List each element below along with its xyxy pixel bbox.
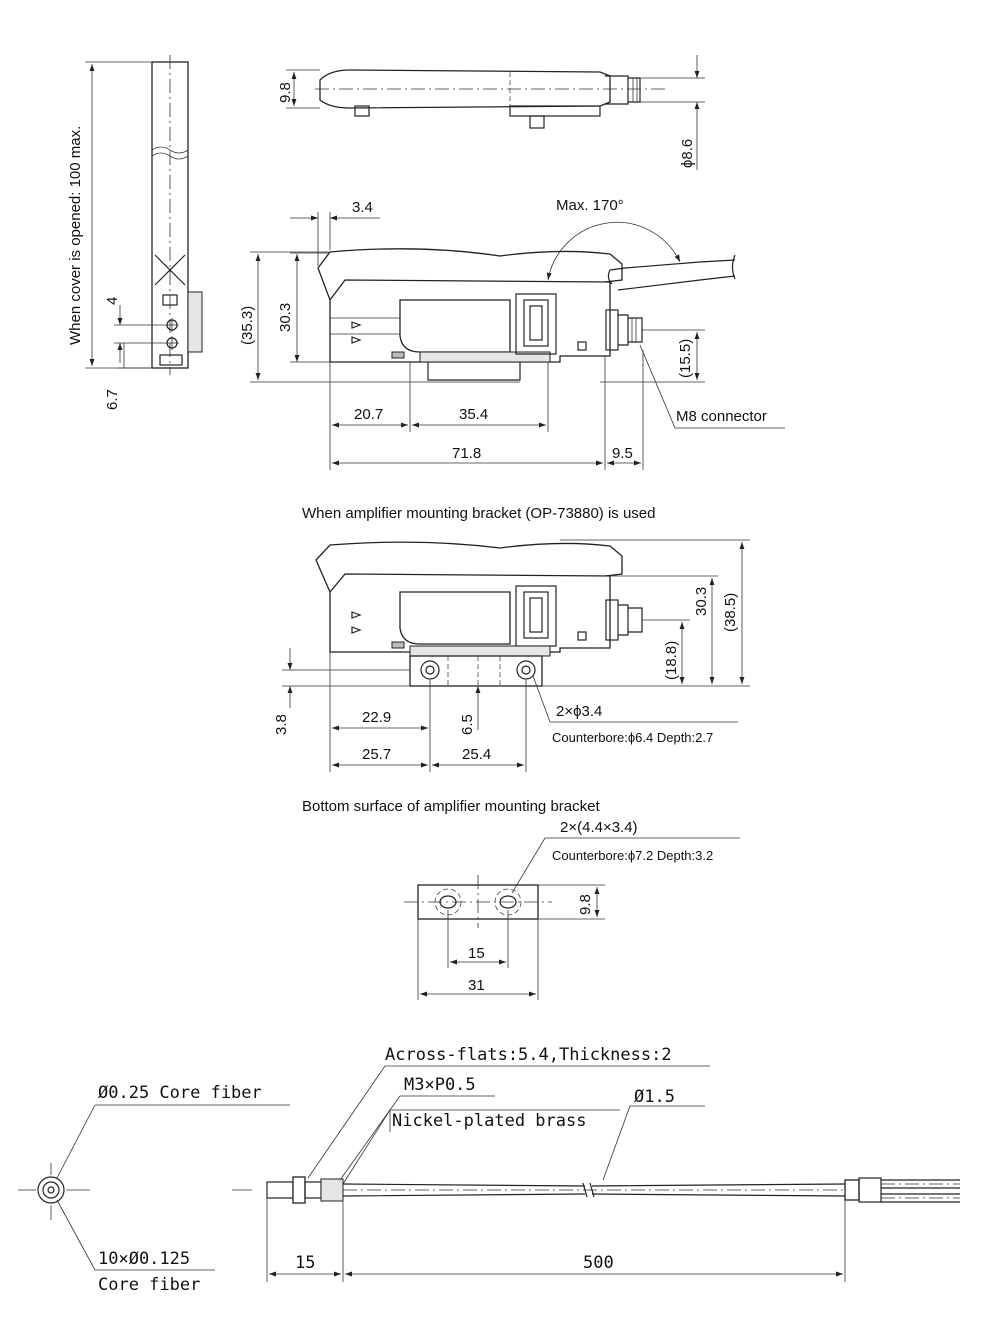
top-view <box>286 55 705 170</box>
front-view <box>250 212 785 470</box>
label-dim-30-3-bracket: 30.3 <box>693 587 710 616</box>
label-dim-3-8: 3.8 <box>273 714 290 735</box>
label-core-fiber-10x: 10×Ø0.125 <box>98 1249 190 1269</box>
label-dim-30-3: 30.3 <box>277 303 294 332</box>
label-holes-2x: 2×ϕ3.4 <box>556 703 602 720</box>
label-dim-9-8-top: 9.8 <box>277 82 294 103</box>
label-max-angle: Max. 170° <box>556 197 624 214</box>
label-dim-20-7: 20.7 <box>354 406 383 423</box>
bracket-section-title: When amplifier mounting bracket (OP-7388… <box>302 505 656 522</box>
label-dim-18-8: (18.8) <box>663 641 680 680</box>
bottom-surface-view <box>404 837 740 1000</box>
label-dim-71-8: 71.8 <box>452 445 481 462</box>
label-dim-25-7: 25.7 <box>362 746 391 763</box>
label-dim-phi-8-6: ϕ8.6 <box>679 139 696 168</box>
label-dim-35-3: (35.3) <box>239 306 256 345</box>
label-m8-connector: M8 connector <box>676 408 767 425</box>
label-dim-15-5: (15.5) <box>677 339 694 378</box>
label-phi-1-5: Ø1.5 <box>634 1087 675 1107</box>
label-dim-35-4: 35.4 <box>459 406 488 423</box>
label-dim-3-4: 3.4 <box>352 199 373 216</box>
label-dim-6-7: 6.7 <box>104 389 121 410</box>
fiber-end-view <box>18 1104 290 1271</box>
label-dim-500: 500 <box>583 1253 614 1273</box>
label-dim-9-5: 9.5 <box>612 445 633 462</box>
label-cover-opened: When cover is opened: 100 max. <box>67 126 84 345</box>
label-brass: Nickel-plated brass <box>392 1111 586 1131</box>
label-core-fiber: Core fiber <box>98 1275 200 1295</box>
label-dim-22-9: 22.9 <box>362 709 391 726</box>
fiber-cable <box>232 1065 960 1282</box>
label-dim-31: 31 <box>468 977 485 994</box>
label-dim-4: 4 <box>104 297 121 305</box>
label-across-flats: Across-flats:5.4,Thickness:2 <box>385 1045 672 1065</box>
label-dim-38-5: (38.5) <box>722 593 739 632</box>
label-thread: M3×P0.5 <box>404 1075 476 1095</box>
label-slots-2x: 2×(4.4×3.4) <box>560 819 638 836</box>
bottom-section-title: Bottom surface of amplifier mounting bra… <box>302 798 600 815</box>
bracket-view <box>282 539 750 772</box>
label-dim-6-5: 6.5 <box>459 714 476 735</box>
side-view <box>85 55 203 375</box>
label-dim-15-fiber: 15 <box>295 1253 315 1273</box>
label-dim-15-bottom: 15 <box>468 945 485 962</box>
label-core-fiber-025: Ø0.25 Core fiber <box>98 1083 262 1103</box>
label-counterbore-1: Counterbore:ϕ6.4 Depth:2.7 <box>552 730 713 745</box>
label-dim-9-8-bottom: 9.8 <box>577 894 594 915</box>
label-dim-25-4: 25.4 <box>462 746 491 763</box>
label-counterbore-2: Counterbore:ϕ7.2 Depth:3.2 <box>552 848 713 863</box>
